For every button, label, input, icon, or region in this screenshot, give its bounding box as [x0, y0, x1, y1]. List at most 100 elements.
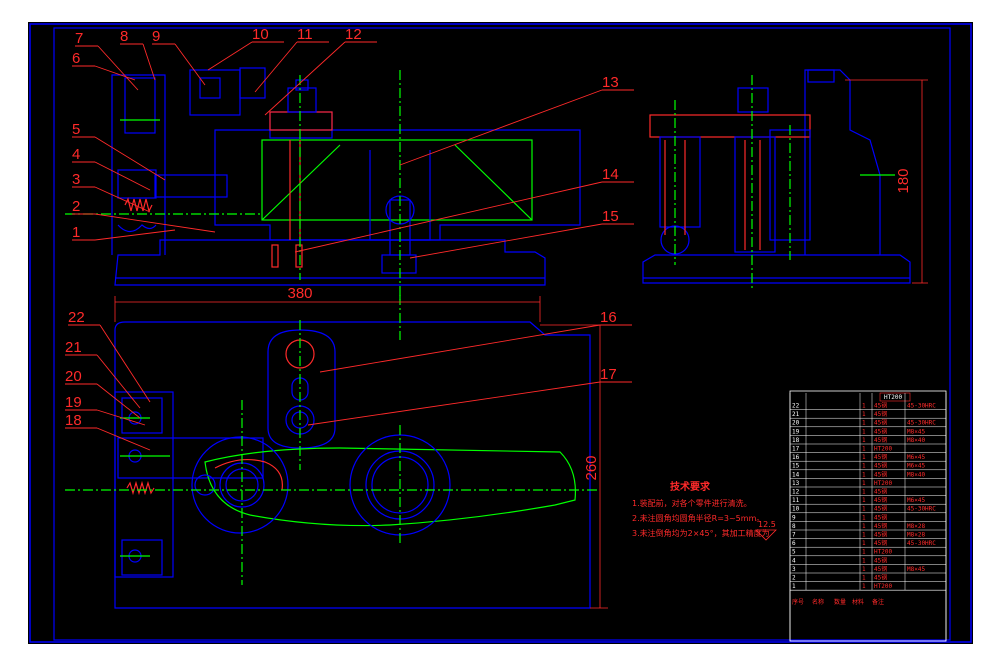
dim-depth: 260 [583, 455, 600, 480]
workpiece-outline [261, 139, 533, 221]
table-cell: 45钢 [874, 496, 887, 504]
spring [124, 197, 153, 213]
part-callout-15: 15 [602, 208, 619, 225]
top-base-outline [114, 321, 591, 609]
table-cell: 15 [792, 463, 800, 470]
table-cell: 45钢 [874, 488, 887, 496]
left-support [111, 74, 166, 255]
leader-line-14 [294, 181, 603, 253]
table-cell: 21 [792, 411, 800, 418]
part-callout-20: 20 [65, 368, 82, 385]
table-cell: 1 [862, 411, 866, 418]
part-callout-5: 5 [72, 121, 80, 138]
table-cell: 45-30HRC [907, 403, 936, 410]
roughness-value: 12.5 [758, 520, 776, 529]
table-cell: 45-30HRC [907, 540, 936, 547]
part-callout-4: 4 [72, 146, 80, 163]
leader-line-19 [96, 409, 146, 426]
outer-border [29, 23, 972, 643]
part-callout-10: 10 [252, 26, 269, 43]
side-clamp-arm [649, 114, 811, 138]
table-cell: 45钢 [874, 513, 887, 521]
inner-border [53, 27, 951, 641]
table-cell: 13 [792, 480, 800, 487]
leader-line-21 [96, 354, 141, 409]
table-cell: 45钢 [874, 505, 887, 513]
table-cell: 8 [792, 523, 796, 530]
technical-requirements: 技术要求 1.装配前，对各个零件进行清洗。 2.未注圆角均圆角半径R=3~5mm… [632, 480, 777, 541]
part-callout-19: 19 [65, 394, 82, 411]
table-cell: 45钢 [874, 470, 887, 478]
table-cell: 1 [862, 506, 866, 513]
table-cell: 20 [792, 420, 800, 427]
leader-line-3 [94, 186, 151, 213]
table-cell: 7 [792, 532, 796, 539]
table-cell: 1 [862, 532, 866, 539]
leader-line-8 [142, 43, 156, 81]
title-block-cell: 序号 [792, 598, 804, 606]
leader-line-7 [97, 45, 139, 91]
leader-line-22 [99, 324, 151, 403]
tech-note-1: 1.装配前，对各个零件进行清洗。 [632, 498, 752, 508]
fixture-body [214, 129, 581, 241]
table-cell: 1 [862, 540, 866, 547]
table-cell: 1 [862, 463, 866, 470]
part-callout-13: 13 [602, 74, 619, 91]
table-cell: 11 [792, 497, 800, 504]
table-cell: 45钢 [874, 419, 887, 427]
table-cell: 19 [792, 428, 800, 435]
table-cell: M8×45 [907, 566, 925, 573]
tech-notes-heading: 技术要求 [670, 480, 711, 493]
table-cell: 1 [862, 497, 866, 504]
table-cell: M8×40 [907, 437, 925, 444]
leader-line-9 [174, 43, 206, 86]
tech-note-2: 2.未注圆角均圆角半径R=3~5mm。 [632, 513, 764, 523]
part-callout-6: 6 [72, 50, 80, 67]
leader-line-17 [307, 381, 601, 426]
table-cell: M8×28 [907, 523, 925, 530]
cad-viewport [28, 22, 973, 644]
part-callout-7: 7 [75, 30, 83, 47]
leader-line-18 [96, 427, 151, 451]
table-cell: 22 [792, 403, 800, 410]
table-top-material: HT200 [884, 394, 902, 401]
title-block-cell: 材料 [852, 598, 864, 606]
title-block-cell: 名称 [812, 598, 824, 606]
leader-line-12 [264, 41, 346, 116]
table-cell: 1 [862, 557, 866, 564]
table-cell: 1 [862, 471, 866, 478]
table-cell: 1 [862, 489, 866, 496]
table-cell: 5 [792, 549, 796, 556]
table-cell: 10 [792, 506, 800, 513]
table-cell: 14 [792, 471, 800, 478]
table-cell: 4 [792, 557, 796, 564]
part-callout-3: 3 [72, 171, 80, 188]
roughness-symbol-icon [755, 529, 777, 541]
table-cell: HT200 [874, 446, 892, 453]
base-plate [114, 239, 546, 286]
part-callout-22: 22 [68, 309, 85, 326]
part-callout-14: 14 [602, 166, 619, 183]
leader-line-4 [94, 161, 151, 191]
table-cell: 1 [862, 583, 866, 590]
table-cell: M8×45 [907, 428, 925, 435]
table-cell: 1 [862, 403, 866, 410]
table-cell: 1 [862, 437, 866, 444]
part-callout-16: 16 [600, 309, 617, 326]
top-view [65, 295, 608, 609]
table-cell: 1 [862, 446, 866, 453]
table-cell: M8×28 [907, 532, 925, 539]
side-base [642, 254, 911, 284]
table-cell: 45钢 [874, 402, 887, 410]
part-callout-8: 8 [120, 28, 128, 45]
table-cell: 45-30HRC [907, 506, 936, 513]
table-cell: 12 [792, 489, 800, 496]
table-cell: M8×40 [907, 471, 925, 478]
table-cell: 45钢 [874, 427, 887, 435]
table-cell: 1 [862, 514, 866, 521]
table-cell: HT200 [874, 549, 892, 556]
part-callout-11: 11 [297, 26, 313, 43]
table-cell: M6×45 [907, 463, 925, 470]
